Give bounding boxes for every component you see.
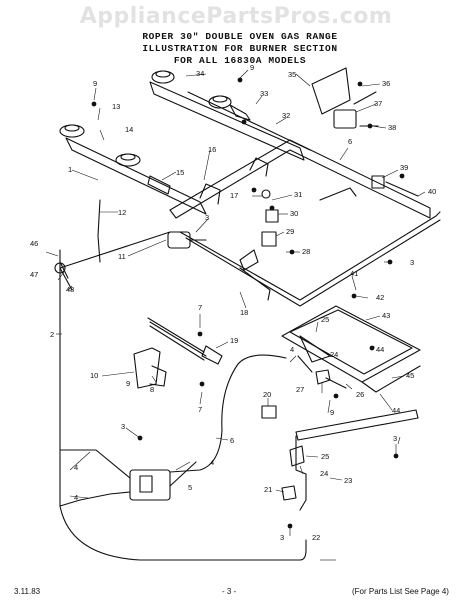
callout-32: 32 (282, 111, 290, 120)
callout-35: 35 (288, 70, 296, 79)
callout-39: 39 (400, 163, 408, 172)
callout-33: 33 (260, 89, 268, 98)
footer-page-number: - 3 - (222, 587, 237, 596)
callout-41: 41 (350, 269, 358, 278)
callout-25: 25 (321, 315, 329, 324)
callout-3: 3 (410, 258, 414, 267)
callout-45: 45 (406, 371, 414, 380)
callout-9: 9 (250, 63, 254, 72)
callout-44: 44 (376, 345, 384, 354)
callout-9: 9 (330, 408, 334, 417)
callout-9: 9 (126, 379, 130, 388)
tube-22 (59, 505, 307, 561)
callout-4: 4 (74, 463, 78, 472)
callout-47: 47 (30, 270, 38, 279)
callout-3: 3 (205, 213, 209, 222)
callout-25: 25 (321, 452, 329, 461)
callout-7: 7 (198, 405, 202, 414)
callout-12: 12 (118, 208, 126, 217)
callout-37: 37 (374, 99, 382, 108)
callout-8: 8 (150, 385, 154, 394)
callout-3: 3 (393, 434, 397, 443)
callout-29: 29 (286, 227, 294, 236)
callout-42: 42 (376, 293, 384, 302)
tube-6 (169, 354, 287, 473)
callout-7: 7 (198, 303, 202, 312)
callout-48: 48 (66, 285, 74, 294)
manifold-16 (169, 139, 431, 219)
callout-38: 38 (388, 123, 396, 132)
callout-34: 34 (196, 69, 204, 78)
callout-43: 43 (382, 311, 390, 320)
callout-24: 24 (320, 469, 328, 478)
callout-3: 3 (280, 533, 284, 542)
callout-10: 10 (90, 371, 98, 380)
broiler-burner-43 (281, 305, 421, 383)
callout-13: 13 (112, 102, 120, 111)
callout-27: 27 (296, 385, 304, 394)
tube-23 (295, 409, 419, 441)
callout-26: 26 (356, 390, 364, 399)
callout-20: 20 (263, 390, 271, 399)
callout-2: 2 (50, 330, 54, 339)
callout-11: 11 (118, 252, 126, 261)
callout-46: 46 (30, 239, 38, 248)
igniter-19 (147, 317, 205, 353)
burner-15 (65, 137, 207, 215)
callout-40: 40 (428, 187, 436, 196)
callout-19: 19 (230, 336, 238, 345)
title-line-3: FOR ALL 16830A MODELS (173, 55, 307, 66)
callout-28: 28 (302, 247, 310, 256)
title-line-2: ILLUSTRATION FOR BURNER SECTION (142, 43, 338, 54)
callout-16: 16 (208, 145, 216, 154)
callout-36: 36 (382, 79, 390, 88)
callout-24: 24 (330, 350, 338, 359)
callout-5: 5 (188, 483, 192, 492)
callout-14: 14 (125, 125, 133, 134)
frame-18 (179, 211, 441, 301)
watermark: AppliancePartsPros.com (79, 4, 393, 29)
callout-22: 22 (312, 533, 320, 542)
footer-parts-list-note: (For Parts List See Page 4) (352, 587, 449, 596)
callout-15: 15 (176, 168, 184, 177)
callout-9: 9 (93, 79, 97, 88)
callout-31: 31 (294, 190, 302, 199)
callout-3: 3 (121, 422, 125, 431)
title-line-1: ROPER 30" DOUBLE OVEN GAS RANGE (142, 31, 338, 42)
valve-5 (129, 469, 171, 501)
callout-23: 23 (344, 476, 352, 485)
part-37 (333, 109, 357, 129)
callout-6: 6 (348, 137, 352, 146)
callout-21: 21 (264, 485, 272, 494)
bracket-35 (311, 67, 351, 115)
callout-30: 30 (290, 209, 298, 218)
footer-date: 3.11.83 (14, 587, 41, 596)
burner-34 (149, 81, 305, 161)
callout-4: 4 (210, 458, 214, 467)
callout-44: 44 (392, 406, 400, 415)
callout-4: 4 (74, 493, 78, 502)
callout-4: 4 (290, 345, 294, 354)
callout-6: 6 (230, 436, 234, 445)
callout-17: 17 (230, 191, 238, 200)
callout-1: 1 (68, 165, 72, 174)
callout-18: 18 (240, 308, 248, 317)
valve-11 (167, 231, 191, 249)
